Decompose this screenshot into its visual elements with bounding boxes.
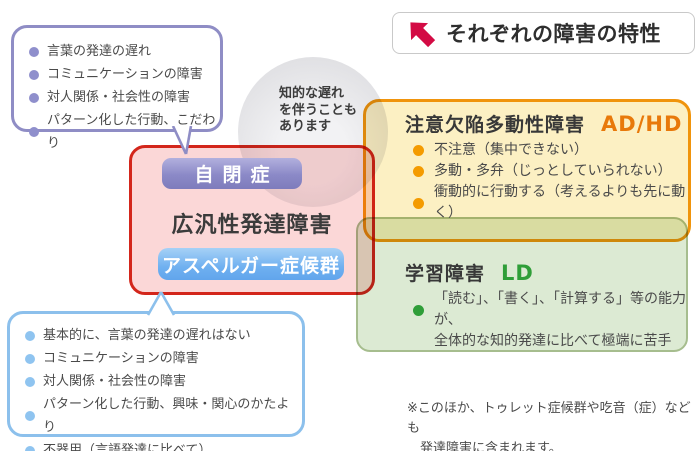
list-item-label: コミュニケーションの障害 (43, 351, 199, 366)
ld-title-jp: 学習障害 (405, 263, 486, 285)
list-item: コミュニケーションの障害 (29, 63, 220, 86)
adhd-abbr: AD/HD (601, 112, 683, 136)
list-item-label: 「読む」、「書く」、「計算する」等の能力が、 (434, 291, 686, 328)
list-item: コミュニケーションの障害 (25, 347, 302, 370)
pdd-label: 広汎性発達障害 (171, 213, 333, 238)
blue-bullet-icon (25, 411, 35, 421)
footnote: ※このほか、トゥレット症候群や吃音（症）なども 発達障害に含まれます。 (407, 399, 700, 451)
list-item-label: パターン化した行動、興味・関心のかたより (43, 397, 290, 435)
note-line: を伴うことも (279, 102, 358, 118)
list-item-label: 言葉の発達の遅れ (47, 44, 152, 59)
adhd-title: 注意欠陥多動性障害 AD/HD (405, 110, 682, 137)
list-item: 対人関係・社会性の障害 (25, 370, 302, 393)
orange-bullet-icon (413, 166, 424, 177)
list-item: パターン化した行動、こだわり (29, 109, 220, 155)
red-arrow-icon (410, 22, 436, 48)
autism-speech-bubble: 言葉の発達の遅れ コミュニケーションの障害 対人関係・社会性の障害 パターン化し… (11, 25, 223, 151)
note-line: 知的な遅れ (279, 86, 345, 101)
blue-bullet-icon (25, 445, 35, 451)
ld-item-list: 「読む」、「書く」、「計算する」等の能力が、 全体的な知的発達に比べて極端に苦手 (413, 289, 700, 352)
header-badge: それぞれの障害の特性 (392, 12, 695, 54)
asperger-bubble-tail (146, 291, 176, 316)
ld-title: 学習障害 LD (405, 259, 534, 286)
note-line: あります (279, 119, 332, 134)
list-item: 基本的に、言葉の発達の遅れはない (25, 324, 302, 347)
purple-bullet-icon (29, 92, 39, 103)
list-item-label: コミュニケーションの障害 (47, 67, 203, 82)
intellectual-delay-note: 知的な遅れ を伴うことも あります (279, 86, 357, 136)
list-item: 不器用（言語発達に比べて） (25, 439, 302, 451)
list-item-label: 対人関係・社会性の障害 (43, 374, 187, 389)
list-item: パターン化した行動、興味・関心のかたより (25, 393, 302, 439)
list-item: 「読む」、「書く」、「計算する」等の能力が、 (413, 289, 700, 331)
footnote-line: 発達障害に含まれます。 (420, 441, 562, 451)
list-item-label: 基本的に、言葉の発達の遅れはない (43, 328, 251, 343)
list-item: 言葉の発達の遅れ (29, 40, 220, 63)
list-item-label: 対人関係・社会性の障害 (47, 90, 191, 105)
purple-bullet-icon (29, 69, 39, 80)
orange-bullet-icon (413, 145, 424, 156)
blue-bullet-icon (25, 330, 35, 341)
autism-pill: 自閉症 (162, 158, 302, 189)
list-item-label: 衝動的に行動する（考えるよりも先に動く） (434, 184, 686, 221)
list-item-label: 全体的な知的発達に比べて極端に苦手 (434, 333, 672, 349)
list-item-label: 不器用（言語発達に比べて） (43, 443, 212, 451)
list-item: 不注意（集中できない） (413, 140, 700, 161)
footnote-line: ※このほか、トゥレット症候群や吃音（症）なども (407, 401, 691, 436)
list-item: 衝動的に行動する（考えるよりも先に動く） (413, 182, 700, 224)
blue-bullet-icon (25, 376, 35, 387)
asperger-pill: アスペルガー症候群 (158, 248, 344, 280)
list-item-label: パターン化した行動、こだわり (47, 113, 216, 151)
purple-bullet-icon (29, 127, 39, 137)
adhd-title-jp: 注意欠陥多動性障害 (405, 114, 586, 136)
page-title: それぞれの障害の特性 (446, 22, 661, 46)
purple-bullet-icon (29, 46, 39, 57)
adhd-item-list: 不注意（集中できない） 多動・多弁（じっとしていられない） 衝動的に行動する（考… (413, 140, 700, 224)
list-item-label: 不注意（集中できない） (434, 142, 588, 158)
ld-abbr: LD (501, 261, 534, 285)
orange-bullet-icon (413, 197, 424, 209)
autism-bubble-tail (171, 126, 193, 155)
green-bullet-icon (413, 304, 424, 316)
list-item-continuation: 全体的な知的発達に比べて極端に苦手 (413, 331, 700, 352)
list-item: 多動・多弁（じっとしていられない） (413, 161, 700, 182)
blue-bullet-icon (25, 353, 35, 364)
list-item-label: 多動・多弁（じっとしていられない） (434, 163, 672, 179)
list-item: 対人関係・社会性の障害 (29, 86, 220, 109)
asperger-speech-bubble: 基本的に、言葉の発達の遅れはない コミュニケーションの障害 対人関係・社会性の障… (7, 311, 305, 451)
